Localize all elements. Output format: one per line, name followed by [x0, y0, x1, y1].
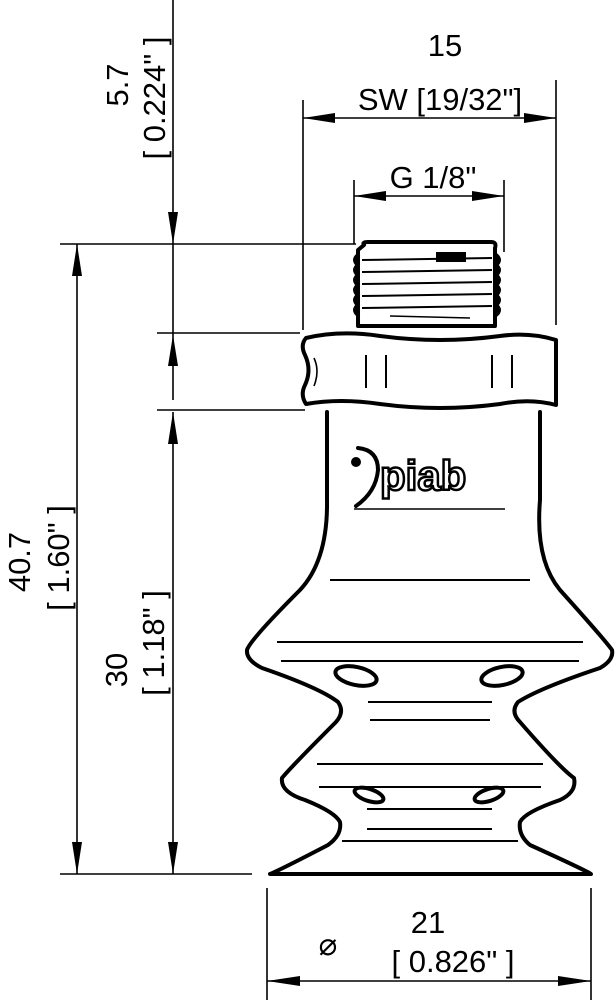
top-height-inch: [ 0.224" ]	[137, 36, 172, 159]
brand-logo-text: piab	[380, 452, 466, 499]
horizontal-dimension-lines	[267, 113, 591, 986]
dimension-labels: 15 SW [19/32"] G 1/8" 5.7 [ 0.224" ] 40.…	[2, 28, 522, 979]
vertical-dimension-lines	[72, 0, 178, 874]
wrench-size-label: SW [19/32"]	[358, 82, 522, 117]
threaded-fitting	[353, 240, 501, 328]
diameter-symbol: ⌀	[319, 927, 338, 962]
cup-height-inch: [ 1.18" ]	[136, 590, 171, 696]
top-height-mm: 5.7	[100, 63, 135, 106]
piab-logo: piab	[351, 446, 505, 510]
cup-height-mm: 30	[99, 653, 134, 687]
wrench-size-mm: 15	[428, 28, 462, 63]
total-height-mm: 40.7	[2, 532, 37, 592]
diameter-inch: [ 0.826" ]	[391, 944, 514, 979]
thread-label: G 1/8"	[390, 160, 477, 195]
bellows-cup	[244, 410, 615, 876]
diameter-mm: 21	[411, 905, 445, 940]
total-height-inch: [ 1.60" ]	[41, 505, 76, 611]
hex-nut	[300, 331, 558, 410]
